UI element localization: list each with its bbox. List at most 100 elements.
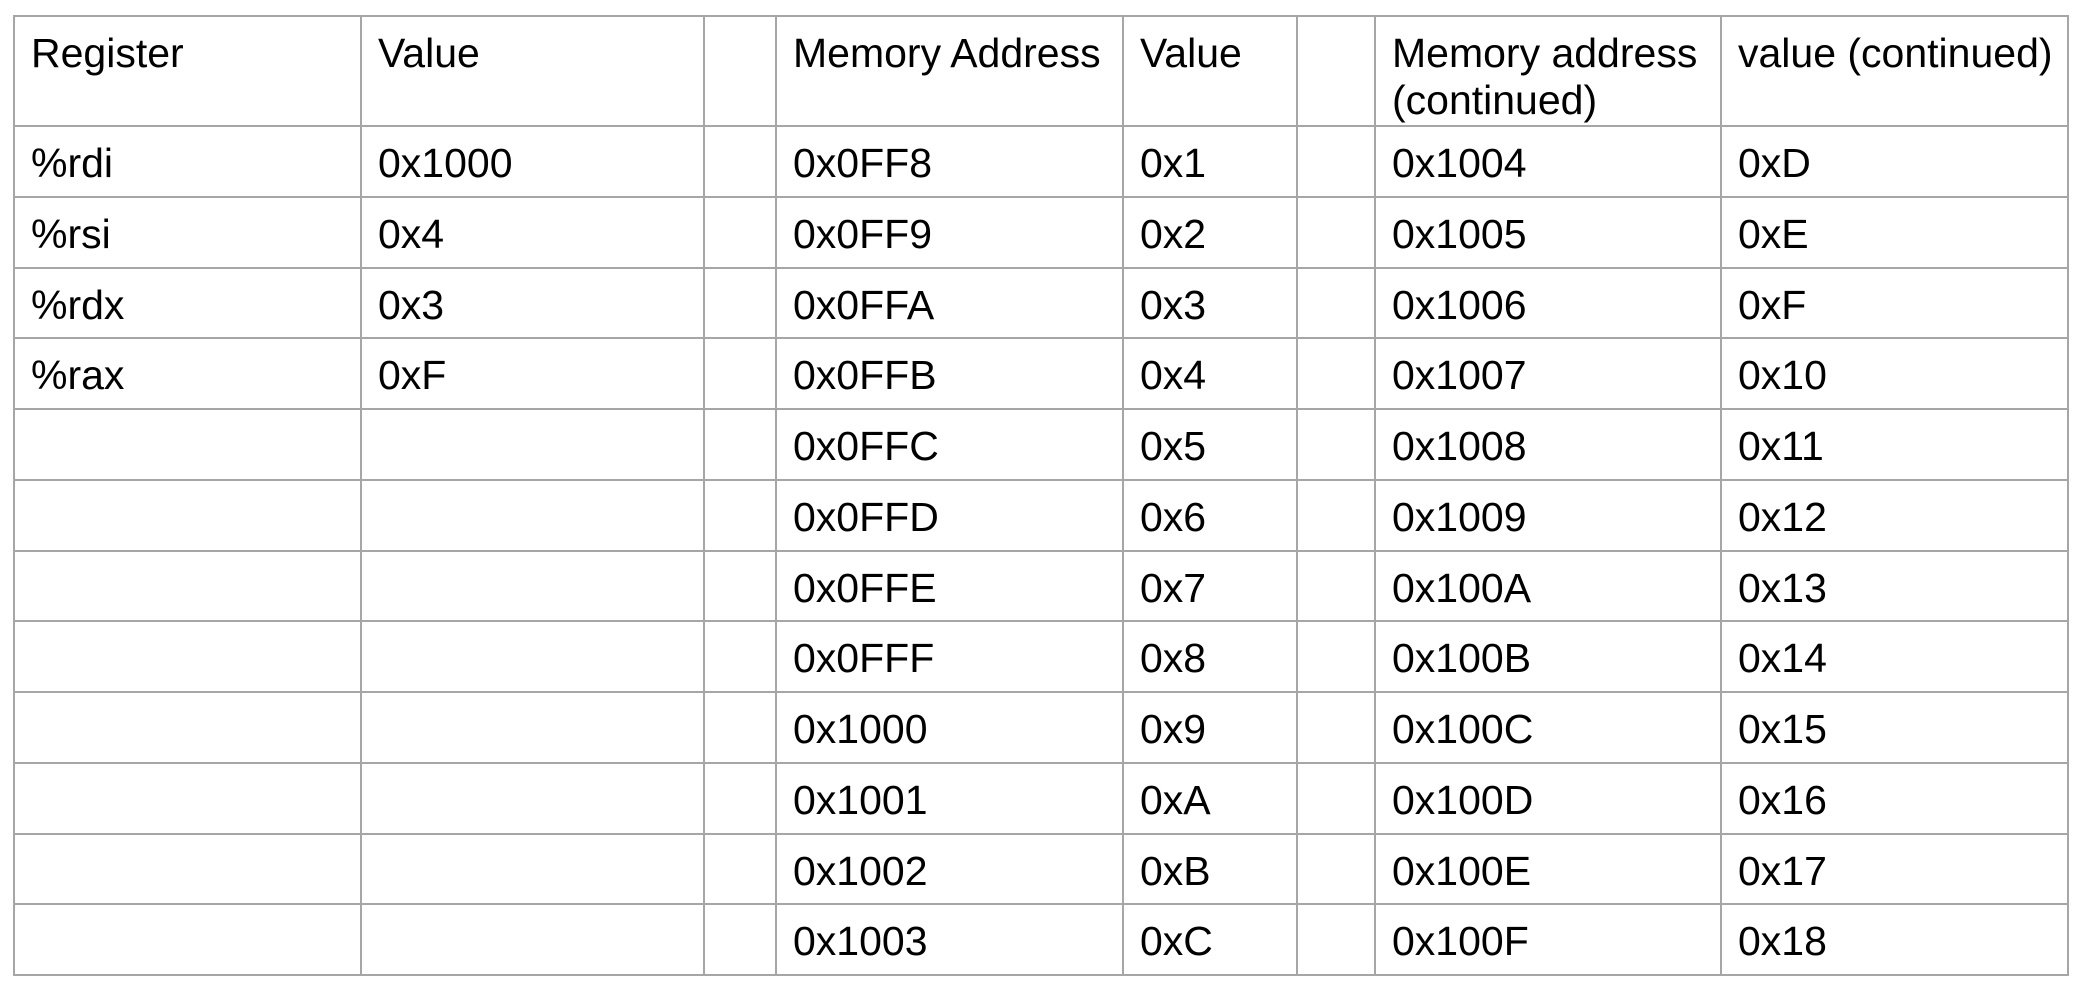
- table-cell: [360, 761, 705, 835]
- table-cell: [360, 691, 705, 764]
- table-cell: [703, 549, 777, 623]
- table-cell: [703, 266, 777, 340]
- table-cell: 0x1000: [775, 691, 1124, 764]
- table-cell: %rax: [13, 337, 362, 410]
- column-header-memory-value-cont: value (continued): [1720, 15, 2069, 127]
- table-cell: [13, 903, 362, 976]
- table-cell: 0x5: [1122, 408, 1298, 481]
- table-cell: 0x0FF8: [775, 125, 1124, 198]
- column-header-memory-address: Memory Address: [775, 15, 1124, 127]
- table-cell: 0x4: [360, 195, 705, 269]
- table-cell: 0x12: [1720, 478, 2069, 552]
- table-cell: 0x100E: [1374, 832, 1722, 906]
- table-cell: [1296, 761, 1376, 835]
- table-cell: %rdi: [13, 125, 362, 198]
- table-cell: %rsi: [13, 195, 362, 269]
- table-cell: [1296, 125, 1376, 198]
- table-cell: [703, 125, 777, 198]
- table-cell: [360, 408, 705, 481]
- table-cell: 0x10: [1720, 337, 2069, 410]
- table-cell: [1296, 478, 1376, 552]
- table-cell: [13, 549, 362, 623]
- table-cell: [1296, 408, 1376, 481]
- table-cell: [1296, 832, 1376, 906]
- table-cell: 0xC: [1122, 903, 1298, 976]
- table-cell: 0x0FFA: [775, 266, 1124, 340]
- table-cell: [13, 478, 362, 552]
- table-cell: [703, 832, 777, 906]
- table-cell: [13, 832, 362, 906]
- table-cell: [703, 761, 777, 835]
- table-cell: 0x100F: [1374, 903, 1722, 976]
- column-header-register-value: Value: [360, 15, 705, 127]
- table-cell: [1296, 195, 1376, 269]
- column-header-memory-address-cont: Memory address (continued): [1374, 15, 1722, 127]
- table-cell: 0xF: [360, 337, 705, 410]
- table-cell: 0x16: [1720, 761, 2069, 835]
- table-cell: 0x1004: [1374, 125, 1722, 198]
- table-cell: [703, 691, 777, 764]
- table-cell: 0x0FFB: [775, 337, 1124, 410]
- table-cell: 0xA: [1122, 761, 1298, 835]
- table-cell: 0xE: [1720, 195, 2069, 269]
- table-cell: 0x1009: [1374, 478, 1722, 552]
- table-cell: 0x1007: [1374, 337, 1722, 410]
- table-cell: 0x100D: [1374, 761, 1722, 835]
- table-cell: [703, 195, 777, 269]
- table-cell: 0x1002: [775, 832, 1124, 906]
- table-cell: [13, 761, 362, 835]
- table-cell: 0x15: [1720, 691, 2069, 764]
- table-cell: 0x18: [1720, 903, 2069, 976]
- table-cell: 0x100C: [1374, 691, 1722, 764]
- table-cell: 0x7: [1122, 549, 1298, 623]
- table-cell: 0x100A: [1374, 549, 1722, 623]
- table-cell: [1296, 549, 1376, 623]
- table-cell: 0x0FFF: [775, 620, 1124, 693]
- table-cell: 0x6: [1122, 478, 1298, 552]
- table-cell: 0x0FFC: [775, 408, 1124, 481]
- table-cell: 0x1003: [775, 903, 1124, 976]
- table-cell: 0x13: [1720, 549, 2069, 623]
- table-cell: 0x17: [1720, 832, 2069, 906]
- register-memory-table: Register Value Memory Address Value Memo…: [13, 15, 2069, 976]
- table-cell: 0x3: [1122, 266, 1298, 340]
- column-header-spacer: [1296, 15, 1376, 127]
- table-cell: [13, 620, 362, 693]
- table-cell: 0x1: [1122, 125, 1298, 198]
- table-cell: [360, 620, 705, 693]
- column-header-memory-value: Value: [1122, 15, 1298, 127]
- table-cell: 0x0FF9: [775, 195, 1124, 269]
- table-cell: [1296, 620, 1376, 693]
- table-cell: 0x1001: [775, 761, 1124, 835]
- table-cell: 0x1006: [1374, 266, 1722, 340]
- table-cell: [703, 478, 777, 552]
- table-cell: %rdx: [13, 266, 362, 340]
- table-cell: [360, 832, 705, 906]
- table-cell: 0x100B: [1374, 620, 1722, 693]
- table-cell: [360, 903, 705, 976]
- table-cell: 0xF: [1720, 266, 2069, 340]
- table-cell: 0x1005: [1374, 195, 1722, 269]
- table-cell: [360, 478, 705, 552]
- table-cell: [1296, 266, 1376, 340]
- table-cell: [703, 903, 777, 976]
- table-cell: 0x4: [1122, 337, 1298, 410]
- table-cell: [703, 337, 777, 410]
- table-cell: 0x11: [1720, 408, 2069, 481]
- table-cell: 0x0FFE: [775, 549, 1124, 623]
- table-cell: 0xB: [1122, 832, 1298, 906]
- column-header-register: Register: [13, 15, 362, 127]
- table-cell: 0x9: [1122, 691, 1298, 764]
- table-cell: [1296, 337, 1376, 410]
